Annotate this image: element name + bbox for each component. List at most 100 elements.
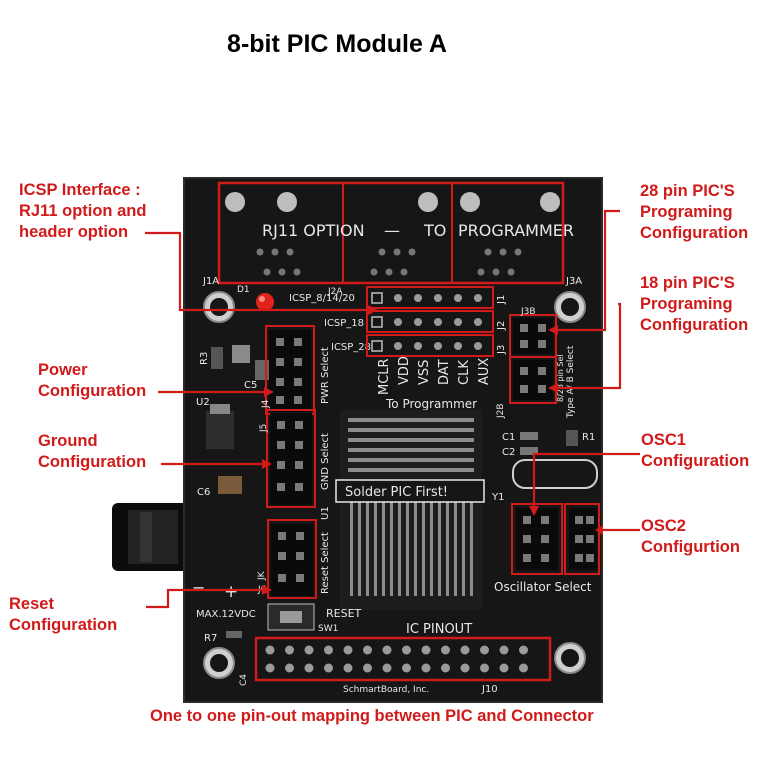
- svg-text:JK: JK: [257, 570, 267, 581]
- svg-text:MAX.12VDC: MAX.12VDC: [196, 609, 256, 620]
- svg-text:ICSP_18: ICSP_18: [324, 318, 364, 329]
- programmer-pin-labels: MCLR VDD VSS DAT CLK AUX: [377, 356, 492, 395]
- svg-text:MCLR: MCLR: [377, 358, 392, 395]
- pinout-pin: [285, 645, 294, 655]
- svg-text:SchmartBoard, Inc.: SchmartBoard, Inc.: [343, 685, 429, 695]
- pinout-pin: [265, 663, 275, 673]
- pinout-pin: [480, 663, 489, 673]
- pinout-pin: [421, 663, 431, 673]
- pinout-pin: [285, 663, 294, 673]
- svg-text:J3: J3: [496, 345, 507, 355]
- pin28-select-header: [513, 318, 553, 354]
- pinout-pin: [480, 645, 489, 655]
- svg-text:DAT: DAT: [437, 359, 452, 385]
- pinout-pin: [460, 645, 470, 655]
- svg-text:PWR Select: PWR Select: [320, 347, 331, 404]
- pinout-pin: [499, 663, 509, 673]
- svg-text:CLK: CLK: [457, 360, 472, 385]
- svg-text:C1: C1: [502, 432, 515, 443]
- pwr-select-header: [269, 330, 311, 412]
- pinout-pin: [304, 663, 314, 673]
- svg-text:J10: J10: [481, 684, 498, 695]
- pinout-pin: [499, 645, 509, 655]
- rj11-pads: [256, 248, 522, 276]
- dc-power-jack: [112, 503, 192, 571]
- svg-text:GND Select: GND Select: [320, 433, 331, 490]
- svg-text:J5: J5: [259, 424, 269, 433]
- svg-text:+: +: [224, 582, 238, 602]
- rj11-connectors: [225, 192, 560, 212]
- svg-text:U2: U2: [196, 397, 210, 408]
- reset-button-sw1: [267, 603, 315, 631]
- pinout-pin: [363, 645, 372, 655]
- oscillator-select-label: Oscillator Select: [494, 580, 592, 594]
- gnd-select-header: [270, 413, 312, 505]
- crystal-y1: [512, 459, 598, 489]
- pinout-pin: [343, 645, 353, 655]
- callout-lines: [145, 209, 640, 609]
- svg-text:RESET: RESET: [326, 607, 362, 620]
- svg-text:TO: TO: [423, 221, 446, 240]
- osc1-header: [516, 508, 558, 570]
- svg-text:D1: D1: [237, 285, 250, 295]
- solder-note-box: [335, 479, 485, 503]
- osc2-header: [569, 508, 597, 570]
- icsp-header-pads: [371, 292, 383, 352]
- pinout-pin: [402, 645, 411, 655]
- svg-text:J3A: J3A: [565, 276, 582, 287]
- ic-pinout-pins: [265, 645, 528, 673]
- svg-text:VSS: VSS: [417, 360, 432, 385]
- rj11-option-label: RJ11 OPTION: [262, 221, 365, 240]
- pinout-pin: [441, 663, 450, 673]
- ic-pinout-label: IC PINOUT: [406, 622, 472, 637]
- capacitor-c6: [218, 476, 242, 494]
- led-d1: [256, 293, 274, 311]
- svg-text:C2: C2: [502, 447, 515, 458]
- pinout-pin: [519, 645, 528, 655]
- svg-text:Type A/ B Select: Type A/ B Select: [566, 345, 576, 419]
- svg-text:AUX: AUX: [477, 358, 492, 385]
- pinout-pin: [402, 663, 411, 673]
- svg-text:Reset Select: Reset Select: [320, 532, 331, 594]
- svg-text:C6: C6: [197, 487, 210, 498]
- svg-text:J3B: J3B: [520, 307, 536, 317]
- programmer-label: PROGRAMMER: [458, 221, 574, 240]
- svg-text:Y1: Y1: [491, 492, 504, 503]
- pinout-pin: [324, 663, 333, 673]
- pinout-pin: [421, 645, 431, 655]
- svg-text:SW1: SW1: [318, 624, 338, 634]
- svg-text:ICSP_28: ICSP_28: [331, 342, 371, 353]
- svg-text:U1: U1: [320, 506, 331, 520]
- pin18-select-header: [513, 360, 553, 400]
- voltage-regulator-u2: [206, 404, 234, 449]
- solder-note: Solder PIC First!: [345, 485, 448, 500]
- svg-text:—: —: [384, 221, 400, 240]
- svg-text:VDD: VDD: [397, 356, 412, 385]
- svg-text:C4: C4: [239, 674, 249, 686]
- pinout-pin: [519, 663, 528, 673]
- to-programmer-label: To Programmer: [385, 397, 477, 411]
- rj11-highlight: [217, 181, 565, 285]
- reset-select-header: [271, 524, 313, 596]
- svg-text:ICSP_8/14/20: ICSP_8/14/20: [289, 293, 355, 304]
- svg-text:J2A: J2A: [327, 287, 343, 297]
- pinout-callout: One to one pin-out mapping between PIC a…: [150, 707, 594, 725]
- svg-text:R1: R1: [582, 432, 595, 443]
- pinout-pin: [343, 663, 353, 673]
- pinout-pin: [304, 645, 314, 655]
- svg-text:J1A: J1A: [202, 276, 219, 287]
- svg-text:J1: J1: [496, 295, 507, 305]
- svg-text:J4: J4: [261, 399, 271, 409]
- svg-text:R3: R3: [199, 352, 210, 365]
- pinout-pin: [382, 663, 392, 673]
- svg-text:8/28 pin Sel: 8/28 pin Sel: [556, 354, 565, 402]
- pinout-pin: [265, 645, 275, 655]
- icsp-pins: [394, 294, 482, 350]
